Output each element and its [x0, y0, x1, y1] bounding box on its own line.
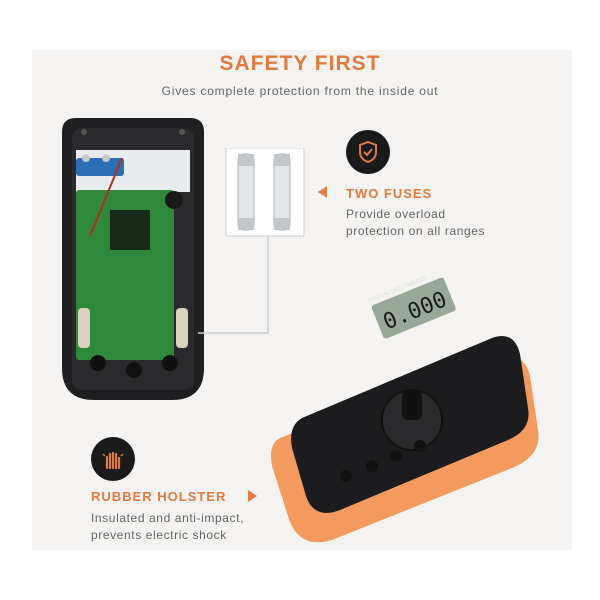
fuse-callout-image	[198, 148, 305, 334]
page-subtitle: Gives complete protection from the insid…	[161, 84, 439, 98]
feature-desc-fuses-1: Provide overload	[346, 207, 446, 221]
feature-title-fuses: TWO FUSES	[346, 186, 433, 201]
multimeter-holster-image: 0.000 DIGITAL MULTIMETER	[271, 275, 539, 543]
shield-check-badge	[346, 130, 390, 174]
arrow-right-icon	[248, 490, 257, 502]
open-multimeter-image	[62, 118, 204, 400]
feature-desc-fuses-2: protection on all ranges	[346, 224, 486, 238]
feature-title-holster: RUBBER HOLSTER	[91, 489, 227, 504]
hand-shock-icon	[102, 451, 124, 470]
feature-desc-holster-2: prevents electric shock	[91, 528, 227, 542]
shield-check-icon	[359, 141, 377, 163]
arrow-left-icon	[318, 186, 327, 198]
feature-desc-holster-1: Insulated and anti-impact,	[91, 511, 245, 525]
page-title: SAFETY FIRST	[219, 52, 381, 75]
hand-shock-badge	[91, 437, 135, 481]
